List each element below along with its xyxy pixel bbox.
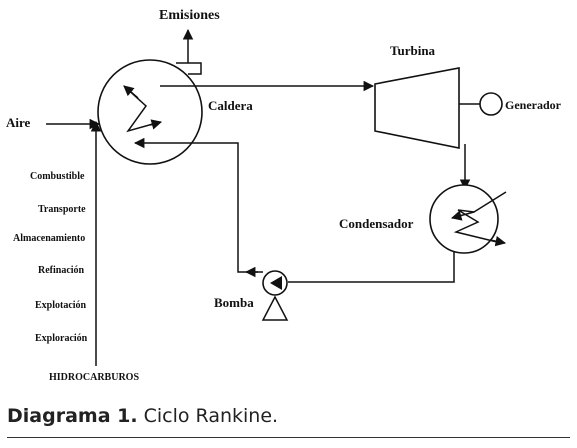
figure-caption: Diagrama 1. Ciclo Rankine.: [7, 405, 278, 427]
condenser-cooling-coil: [453, 191, 507, 243]
caption-lead: Diagrama 1.: [7, 405, 138, 427]
caption-text: Ciclo Rankine.: [137, 405, 279, 427]
pump-base: [261, 295, 289, 321]
coil-arrow-out: [149, 119, 163, 130]
generator-circle: [479, 92, 503, 116]
chain-refinacion: Refinación: [38, 265, 85, 276]
label-emisiones: Emisiones: [159, 8, 220, 23]
condenser-circle: [429, 184, 499, 254]
chain-explotacion: Explotación: [35, 300, 87, 311]
rankine-cycle-diagram: Emisiones Turbina Caldera Aire Generador…: [6, 8, 562, 383]
label-hidrocarburos: HIDROCARBUROS: [49, 372, 139, 383]
caption-rule: [7, 437, 570, 438]
chain-combustible: Combustible: [30, 171, 85, 182]
boiler-circle: [97, 59, 203, 165]
coil-arrow-in: [123, 85, 139, 99]
label-condensador: Condensador: [339, 216, 414, 231]
label-generador: Generador: [505, 98, 562, 112]
chain-almacenamiento: Almacenamiento: [13, 233, 85, 244]
label-turbina: Turbina: [390, 43, 436, 58]
cooling-arrow-out: [489, 235, 507, 247]
label-aire: Aire: [6, 115, 31, 130]
turbine-shape: [374, 67, 460, 149]
chain-transporte: Transporte: [38, 204, 86, 215]
chain-exploracion: Exploración: [35, 333, 88, 344]
condensate-line: [288, 252, 455, 283]
pump-outlet-arrowhead: [270, 276, 282, 290]
label-bomba: Bomba: [214, 295, 254, 310]
label-caldera: Caldera: [208, 98, 253, 113]
cooling-arrow-in: [450, 210, 475, 221]
